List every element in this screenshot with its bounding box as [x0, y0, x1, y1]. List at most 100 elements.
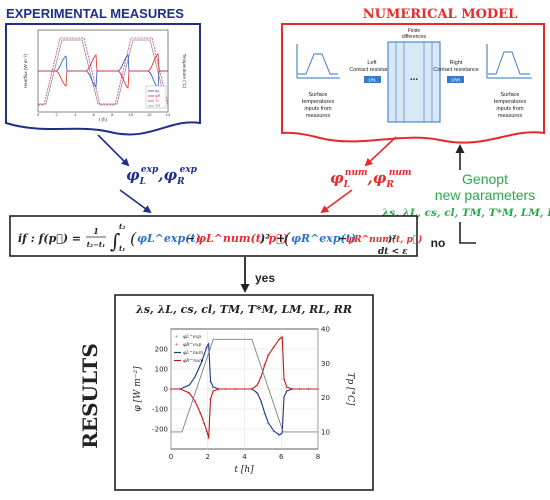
experimental-xtick: 6	[93, 112, 96, 117]
experimental-plot-legend: φL φR TL TR	[145, 85, 167, 109]
flux-exp-sup-r: exp	[180, 165, 198, 175]
results-point-exp-left: +	[316, 387, 319, 393]
right-contact-line: Contact resistance	[433, 67, 479, 73]
left-contact-line: Contact resistance	[349, 67, 395, 73]
left-inputs-curve	[298, 53, 338, 75]
results-point-exp-right: +	[278, 337, 281, 343]
results-ytick-right: 40	[321, 326, 330, 334]
results-point-exp-right: +	[290, 387, 293, 393]
experimental-xtick: 2	[55, 112, 58, 117]
results-point-exp-right: +	[280, 335, 283, 341]
flux-exp-phi-l: φ	[126, 166, 140, 184]
results-ytick: 100	[155, 366, 168, 374]
experimental-plot-ylabel: Heatflux (W m⁻²)	[23, 54, 28, 88]
left-resistance-label: 1/hL	[368, 78, 377, 83]
results-point-exp-left: +	[272, 429, 275, 435]
formula-close-1: )²	[259, 232, 270, 245]
arrow-num-to-flux	[364, 136, 397, 167]
results-ytick-right: 30	[321, 360, 330, 368]
flux-num-phi-l: φ	[330, 169, 344, 187]
flux-exp-sup-l: exp	[141, 165, 159, 175]
results-point-exp-left: +	[263, 411, 266, 417]
legend-t-r: TR	[155, 103, 160, 108]
left-resistance-box	[364, 76, 381, 83]
results-ytick: -100	[152, 406, 168, 414]
flux-experimental-label: φLexp,φRexp	[126, 165, 198, 187]
results-ytick: 200	[155, 346, 168, 354]
right-contact-line: Right	[450, 60, 463, 66]
flux-num-sub-r: R	[385, 180, 394, 190]
flux-exp-sub-l: L	[139, 177, 146, 187]
results-series-numerical-right	[171, 335, 318, 439]
results-point-exp-right: +	[211, 389, 214, 395]
results-legend: φL^exp φR^exp φL^num φR^num + +	[172, 331, 203, 365]
results-point-exp-right: +	[199, 411, 202, 417]
formula-exp-r: φR^exp(t)	[291, 232, 356, 245]
results-point-exp-left: +	[250, 387, 253, 393]
flux-num-phi-r: φ	[373, 169, 387, 187]
results-legend-1: φL^exp	[183, 333, 201, 340]
flux-num-sup-l: num	[345, 168, 368, 178]
results-side-title: RESULTS	[78, 343, 102, 449]
experimental-plot-xlabel: t (h)	[99, 117, 108, 122]
formula-prefix: if : f(p⃗) =	[18, 232, 81, 245]
formula-close-2: )²	[387, 234, 396, 245]
results-point-exp-left: +	[209, 379, 212, 385]
results-point-exp-left: +	[259, 399, 262, 405]
results-point-exp-left: +	[234, 387, 237, 393]
right-resistance-box	[447, 76, 464, 83]
results-point-exp-left: +	[243, 387, 246, 393]
flux-exp-phi-r: φ	[164, 166, 178, 184]
results-point-exp-right: +	[207, 436, 210, 442]
results-ylabel: φ [W m⁻²]	[133, 366, 143, 412]
finite-difference-slab	[387, 41, 441, 123]
results-legend-3: φL^num	[183, 349, 203, 356]
arrow-flux-num-to-condition	[320, 189, 353, 214]
formula-open-1: (	[130, 229, 137, 248]
formula-tail: dt < ε	[378, 247, 408, 257]
results-legend-marker-1: +	[175, 334, 178, 340]
results-point-exp-right: +	[298, 387, 301, 393]
results-point-exp-right: +	[272, 345, 275, 351]
experimental-xtick: 0	[37, 112, 40, 117]
formula-plus: +	[276, 232, 285, 245]
flux-num-sep: ,	[367, 169, 373, 187]
results-point-exp-left: +	[199, 363, 202, 369]
flux-num-sup-r: num	[389, 168, 412, 178]
results-point-exp-left: +	[298, 387, 301, 393]
experimental-plot: t (h) Heatflux (W m⁻²) Temperature (°C) …	[23, 29, 187, 122]
experimental-temp-curve-1	[38, 37, 169, 106]
results-point-exp-left: +	[193, 375, 196, 381]
convergence-condition-formula: if : f(p⃗) = 1 t₂−t₁ ∫ t₂ t₁ ( φL^exp(t)…	[18, 222, 422, 257]
results-ytick: -200	[152, 426, 168, 434]
results-point-exp-right: +	[169, 387, 172, 393]
results-point-exp-left: +	[282, 395, 285, 401]
genopt-title: Genopt	[462, 171, 508, 187]
results-point-exp-right: +	[256, 383, 259, 389]
convergence-condition-box	[9, 215, 418, 257]
numerical-title: NUMERICAL MODEL	[363, 7, 518, 22]
legend-t-l: TL	[155, 98, 160, 103]
experimental-legend-box	[145, 85, 167, 109]
genopt-parameters: λs, λL, cs, cl, TM, T*M, LM, RL, RR	[381, 207, 550, 219]
results-point-exp-right: +	[217, 387, 220, 393]
results-point-exp-left: +	[290, 387, 293, 393]
experimental-temp-curve-2	[38, 39, 167, 105]
results-xtick: 4	[242, 453, 247, 461]
experimental-xtick: 14	[166, 112, 171, 117]
results-ylabel-right: Tp [°C]	[345, 372, 355, 406]
results-point-exp-left: +	[202, 353, 205, 359]
formula-minus-2: −	[338, 232, 347, 245]
results-point-exp-left: +	[267, 421, 270, 427]
results-point-exp-right: +	[285, 385, 288, 391]
formula-frac-num: 1	[93, 226, 99, 236]
results-point-exp-right: +	[263, 363, 266, 369]
experimental-xtick: 8	[111, 112, 114, 117]
experimental-xtick: 12	[147, 112, 152, 117]
results-point-exp-right: +	[178, 387, 181, 393]
results-xlabel: t [h]	[234, 465, 254, 475]
results-point-exp-right: +	[209, 397, 212, 403]
label-no: no	[431, 236, 446, 250]
